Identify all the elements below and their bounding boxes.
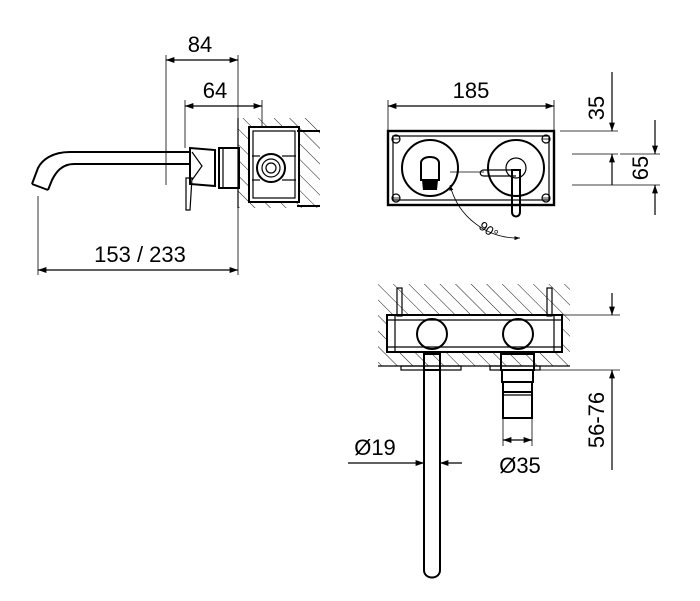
top-view: Ø19 Ø35 56-76 (348, 284, 620, 579)
front-spout-circle (401, 139, 459, 197)
side-view: 84 64 153 / 233 (31, 32, 320, 275)
side-dim-64-label: 64 (203, 78, 227, 103)
front-dim-angle-label: 90° (476, 218, 501, 242)
side-dim-spout-label: 153 / 233 (94, 242, 186, 267)
top-dim-35-label: Ø35 (499, 453, 541, 478)
side-dim-84-label: 84 (188, 32, 212, 57)
front-dim-35-label: 35 (584, 96, 609, 120)
front-cover-plate (386, 129, 556, 207)
top-dim-depth-label: 56-76 (584, 392, 609, 448)
top-dim-19-label: Ø19 (354, 435, 396, 460)
front-dim-65-label: 65 (628, 156, 653, 180)
front-dim-185-label: 185 (453, 78, 490, 103)
front-view: 90° 185 35 65 (386, 72, 660, 242)
